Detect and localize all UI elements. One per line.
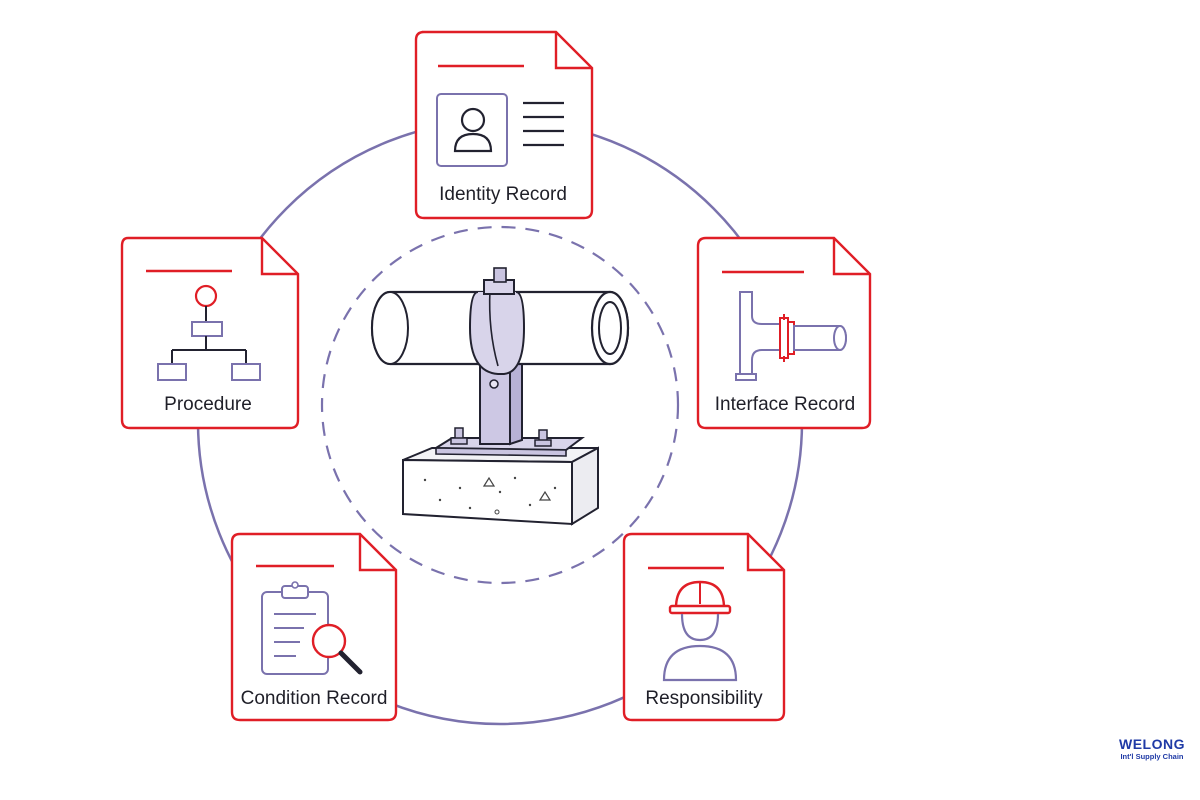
brand-logo: WELONG Int'l Supply Chain xyxy=(1112,736,1192,761)
brand-tagline: Int'l Supply Chain xyxy=(1120,752,1184,761)
id-card-icon xyxy=(436,93,564,167)
card-responsibility[interactable]: Responsibility xyxy=(622,532,786,722)
card-label-interface: Interface Record xyxy=(715,394,855,415)
flowchart-icon xyxy=(157,284,261,381)
card-condition-record[interactable]: Condition Record xyxy=(230,532,398,722)
pipe-clamp xyxy=(468,267,526,375)
concrete-base xyxy=(402,446,599,526)
pipe-flange-icon xyxy=(735,291,847,381)
card-procedure[interactable]: Procedure xyxy=(120,236,300,430)
pipe-support-illustration xyxy=(370,267,630,526)
anchor-bolt-right xyxy=(534,429,552,447)
inner-dashed-ring xyxy=(320,225,680,585)
card-identity-record[interactable]: Identity Record xyxy=(414,30,594,220)
support-post xyxy=(479,364,511,445)
brand-name: WELONG xyxy=(1119,736,1185,752)
card-label-condition: Condition Record xyxy=(241,688,388,709)
card-interface-record[interactable]: Interface Record xyxy=(696,236,872,430)
card-label-identity: Identity Record xyxy=(439,184,567,205)
worker-hardhat-icon xyxy=(662,580,738,682)
card-label-responsibility: Responsibility xyxy=(645,688,763,709)
card-label-procedure: Procedure xyxy=(164,394,252,415)
clipboard-inspection-icon xyxy=(261,581,363,675)
anchor-bolt-left xyxy=(450,427,468,445)
